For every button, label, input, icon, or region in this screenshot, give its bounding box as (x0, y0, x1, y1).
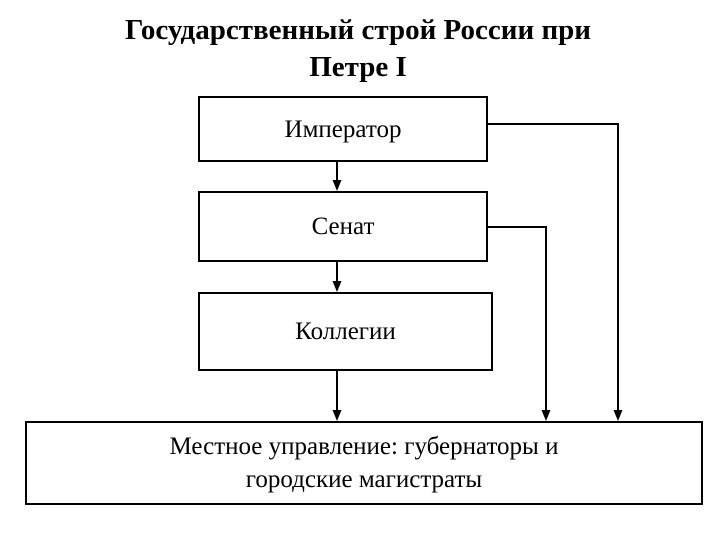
node-collegia-label: Коллегии (295, 318, 396, 345)
node-emperor-label: Император (284, 115, 402, 143)
arrow-emperor-to-senate-icon (332, 162, 342, 191)
arrow-senate-to-local-icon (488, 226, 551, 421)
node-collegia: Коллегии (198, 292, 493, 371)
node-local-label-line-2: городские магистраты (245, 466, 483, 493)
arrow-emperor-to-local-icon (488, 123, 623, 421)
node-local-label-line-1: Местное управление: губернаторы и (169, 433, 559, 460)
arrow-senate-to-collegia-icon (332, 262, 342, 292)
node-senate: Сенат (198, 191, 488, 262)
node-senate-label: Сенат (311, 213, 375, 240)
arrow-collegia-to-local-icon (332, 371, 342, 421)
node-emperor: Император (198, 96, 488, 162)
title-line-2: Петре I (309, 51, 407, 83)
node-local-government: Местное управление: губернаторы и городс… (25, 421, 703, 505)
title-line-1: Государственный строй России при (124, 14, 592, 46)
diagram-title: Государственный строй России при Петре I (0, 12, 716, 86)
